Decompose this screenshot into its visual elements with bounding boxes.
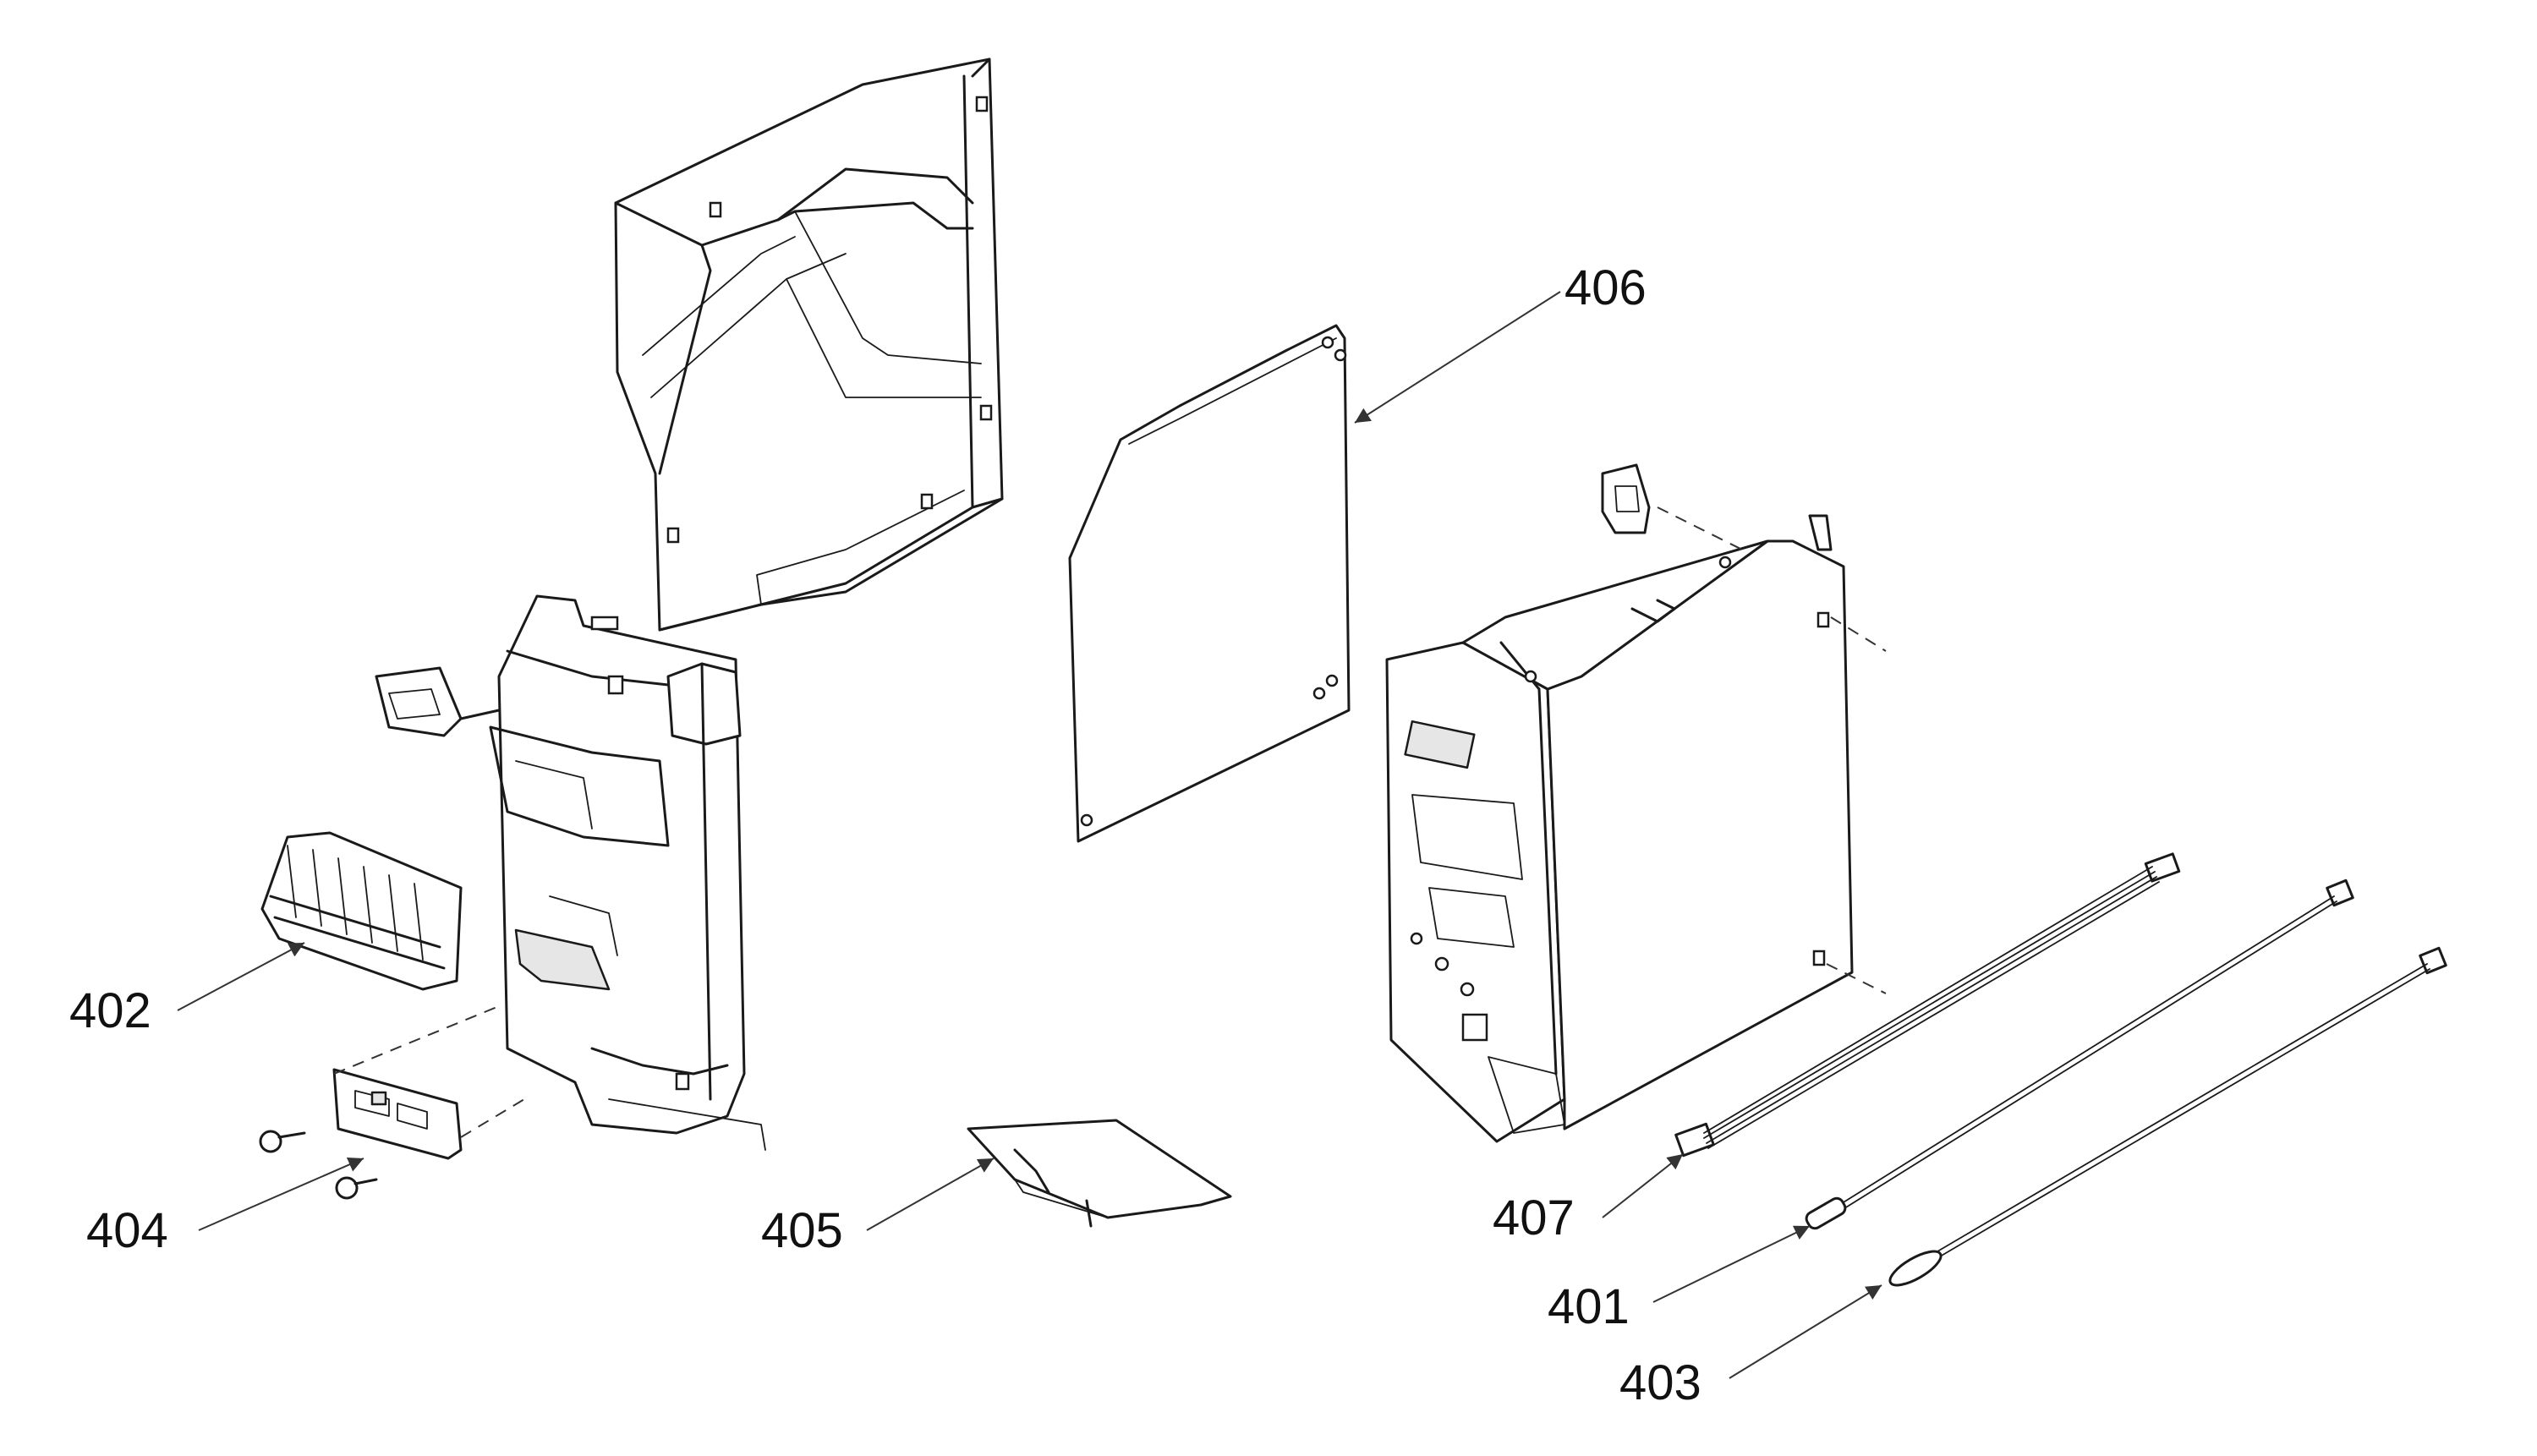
- part-label-404: 404: [86, 1203, 168, 1258]
- sensor-cable-401: [1805, 879, 2354, 1230]
- part-label-403: 403: [1619, 1355, 1701, 1410]
- part-label-402: 402: [69, 983, 151, 1038]
- electrical-box-enclosure: [1385, 463, 1887, 1143]
- air-duct-shroud: [614, 57, 1004, 632]
- part-label-406: 406: [1564, 260, 1647, 315]
- part-labels: 406 402 404 405 407 401 403: [69, 260, 1701, 1410]
- part-label-407: 407: [1493, 1191, 1575, 1245]
- wire-harness-407: [1674, 852, 2181, 1158]
- part-label-401: 401: [1548, 1279, 1630, 1334]
- cover-plate-404: [259, 1005, 525, 1200]
- control-board-406: [1068, 324, 1351, 843]
- part-label-405: 405: [761, 1203, 843, 1258]
- sensor-cable-403: [1888, 946, 2447, 1287]
- leader-lines: [177, 291, 1882, 1379]
- screw-icon: [335, 1176, 378, 1200]
- screw-icon: [259, 1130, 306, 1153]
- terminal-block-402: [260, 831, 463, 991]
- cover-405: [967, 1119, 1232, 1228]
- terminal-bracket-assembly: [375, 594, 766, 1151]
